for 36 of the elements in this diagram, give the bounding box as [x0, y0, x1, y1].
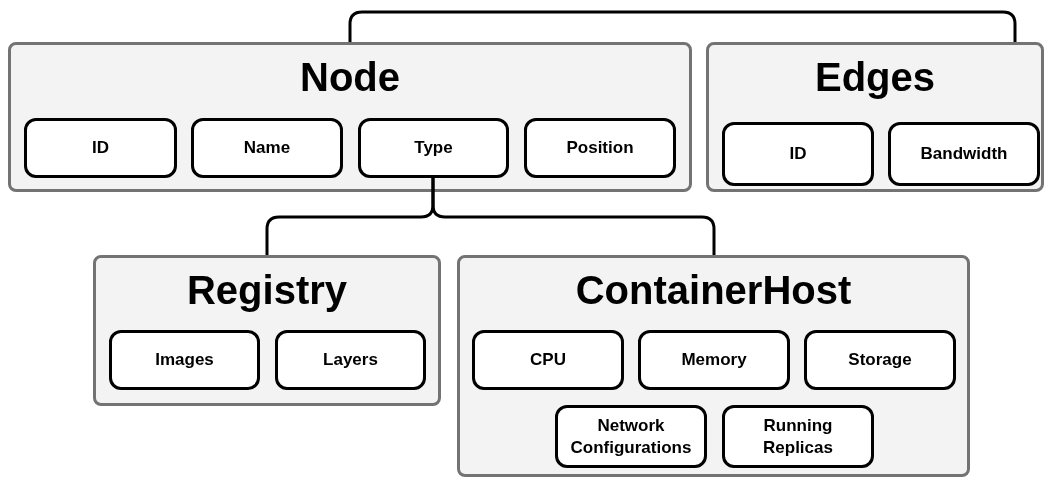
field-box	[722, 122, 874, 186]
connector-line	[431, 178, 716, 255]
group-title: Edges	[814, 54, 935, 101]
field-box	[888, 122, 1040, 186]
field-box	[191, 118, 343, 178]
field-label: ID	[91, 137, 110, 159]
field-label: Network Configurations	[569, 414, 693, 459]
field-label: ID	[788, 143, 808, 165]
field-label: Images	[154, 349, 215, 371]
group-title: Node	[300, 54, 400, 101]
group-panel	[93, 255, 441, 406]
group-panel	[8, 42, 692, 192]
field-label: Memory	[680, 349, 748, 371]
field-label: CPU	[529, 349, 567, 371]
group-title: ContainerHost	[575, 267, 852, 314]
field-label: Running Replicas	[762, 414, 834, 459]
field-label: Layers	[322, 349, 379, 371]
field-label: Type	[413, 137, 454, 159]
field-box	[722, 405, 874, 468]
field-box	[109, 330, 260, 390]
field-box	[638, 330, 790, 390]
group-title: Registry	[186, 267, 348, 314]
field-label: Storage	[847, 349, 913, 371]
group-panel	[457, 255, 970, 477]
field-box	[472, 330, 624, 390]
field-box	[358, 118, 509, 178]
group-panel	[706, 42, 1044, 192]
field-label: Name	[242, 137, 292, 159]
field-label: Position	[565, 137, 635, 159]
field-box	[524, 118, 676, 178]
field-box	[804, 330, 956, 390]
field-box	[24, 118, 177, 178]
field-label: Bandwidth	[919, 143, 1009, 165]
connector-line	[348, 10, 1017, 42]
field-box	[275, 330, 426, 390]
field-box	[555, 405, 707, 468]
